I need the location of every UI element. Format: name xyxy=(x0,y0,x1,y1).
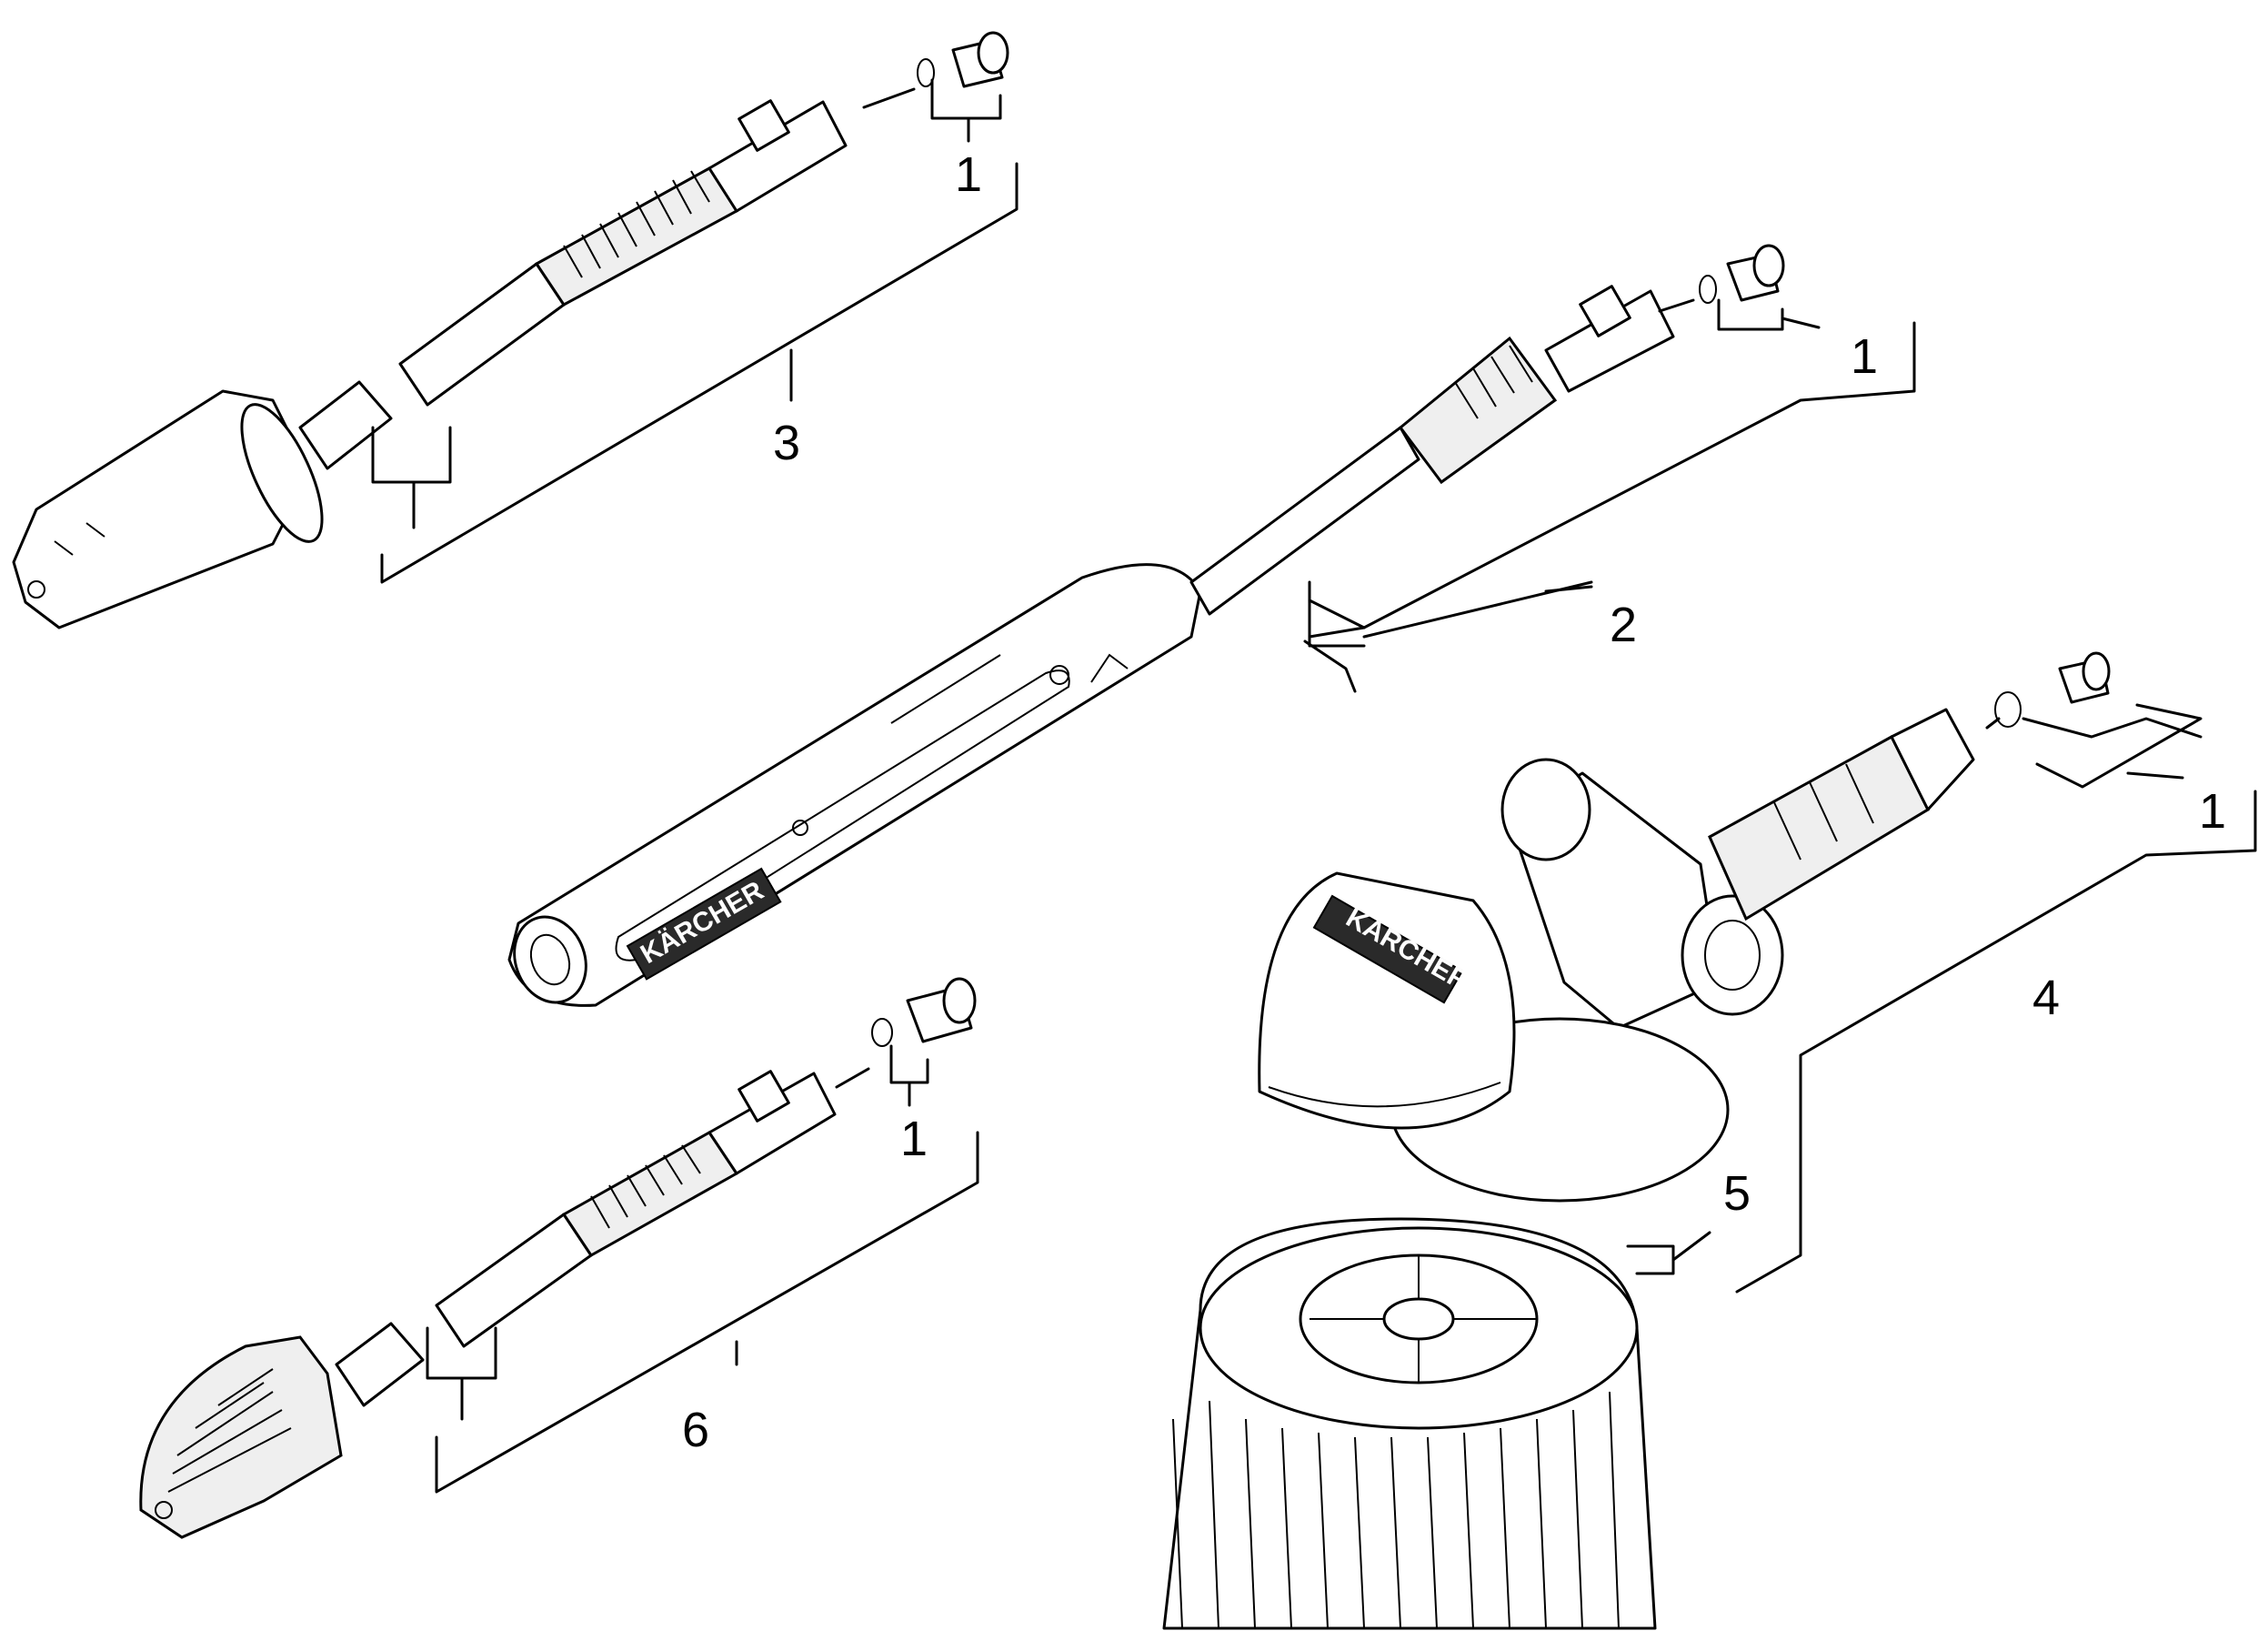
callout-brush-oring: 1 xyxy=(2199,784,2226,839)
threaded-nipple xyxy=(2058,651,2111,704)
callout-handle-lance: 2 xyxy=(1610,598,1637,652)
rotary-nozzle xyxy=(139,1335,343,1539)
lance-tube-upper xyxy=(435,1213,593,1348)
callout-lance-6: 6 xyxy=(682,1403,709,1457)
threaded-nipple xyxy=(951,31,1009,88)
handle-grip xyxy=(1398,336,1558,485)
lance-tube-upper xyxy=(398,262,566,407)
callout-lance-3: 3 xyxy=(773,416,800,470)
lance-6-assembly: 1 6 xyxy=(139,977,979,1539)
brush-head xyxy=(1162,1217,1657,1630)
threaded-nipple xyxy=(906,977,977,1043)
callout-brush-head: 5 xyxy=(1723,1166,1751,1221)
callout-lance-2-oring: 1 xyxy=(1851,329,1878,384)
threaded-nipple xyxy=(1726,244,1785,302)
callout-nozzle-3-oring: 1 xyxy=(955,147,982,202)
o-ring xyxy=(871,1018,893,1047)
lance-grip xyxy=(561,1131,739,1257)
o-ring xyxy=(1994,691,2022,728)
brush-connector xyxy=(1708,734,1930,921)
lance-grip xyxy=(534,166,739,307)
trigger-handle xyxy=(507,563,1202,1007)
brush-housing xyxy=(1258,871,1516,1130)
o-ring xyxy=(917,58,935,87)
lance-tube-lower xyxy=(298,380,393,470)
brush-4-assembly: KÄRCHER 1 4 5 xyxy=(1162,651,2257,1630)
callout-brush-assembly: 4 xyxy=(2032,971,2060,1025)
lance-tube-lower xyxy=(335,1322,425,1407)
hose xyxy=(1189,426,1420,616)
callout-nozzle-6-oring: 1 xyxy=(900,1112,928,1166)
o-ring xyxy=(1699,275,1717,304)
lance-3-assembly: 1 3 xyxy=(12,31,1019,629)
